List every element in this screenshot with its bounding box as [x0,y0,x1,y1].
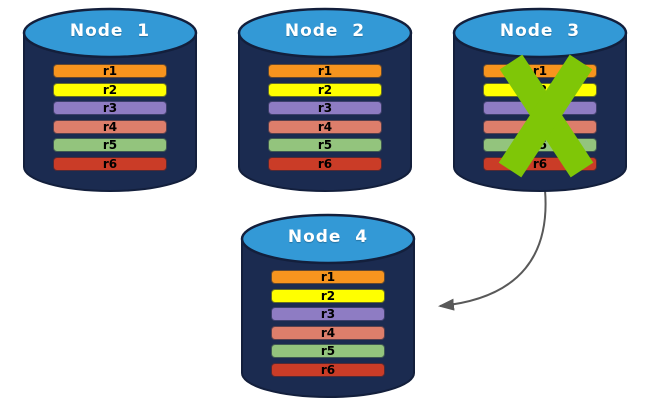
record-label: r2 [317,82,333,97]
node-title: Node 4 [287,227,369,247]
record-bar-r2: r2 [271,288,385,303]
record-label: r3 [102,101,118,115]
record-label: r4 [317,119,333,134]
record-label: r4 [320,325,336,340]
record-label: r6 [532,156,548,171]
node-title: Node 2 [284,21,366,41]
record-label: r6 [102,156,118,171]
record-bar-r1: r1 [271,270,385,284]
node-1: Node 1 r1 r2 r3 r4 r5 r6 [22,7,198,193]
record-bar-r3: r3 [268,101,382,115]
record-label: r1 [320,270,336,284]
record-label: r5 [320,344,336,358]
record-bar-r6: r6 [271,362,385,377]
record-list: r1 r2 r3 r4 r5 r6 [271,270,385,381]
record-label: r4 [102,119,118,134]
record-bar-r2: r2 [53,82,167,97]
record-bar-r4: r4 [271,325,385,340]
record-bar-r3: r3 [53,101,167,115]
node-2: Node 2 r1 r2 r3 r4 r5 r6 [237,7,413,193]
node-title: Node 3 [499,21,581,41]
record-bar-r4: r4 [53,119,167,134]
failure-x-icon [498,54,594,178]
record-label: r6 [320,362,336,377]
record-label: r1 [102,64,118,78]
record-label: r1 [532,64,548,78]
record-label: r5 [317,138,333,152]
record-bar-r6: r6 [53,156,167,171]
record-bar-r1: r1 [53,64,167,78]
record-bar-r6: r6 [268,156,382,171]
record-bar-r3: r3 [271,307,385,321]
record-bar-r5: r5 [268,138,382,152]
record-label: r2 [320,288,336,303]
node-4: Node 4 r1 r2 r3 r4 r5 r6 [240,213,416,399]
record-label: r5 [102,138,118,152]
node-title: Node 1 [69,21,151,41]
record-bar-r5: r5 [53,138,167,152]
record-label: r3 [317,101,333,115]
record-bar-r4: r4 [268,119,382,134]
record-list: r1 r2 r3 r4 r5 r6 [268,64,382,175]
record-bar-r1: r1 [268,64,382,78]
record-label: r3 [320,307,336,321]
record-label: r2 [102,82,118,97]
record-bar-r5: r5 [271,344,385,358]
record-label: r1 [317,64,333,78]
record-bar-r2: r2 [268,82,382,97]
record-list: r1 r2 r3 r4 r5 r6 [53,64,167,175]
record-label: r6 [317,156,333,171]
